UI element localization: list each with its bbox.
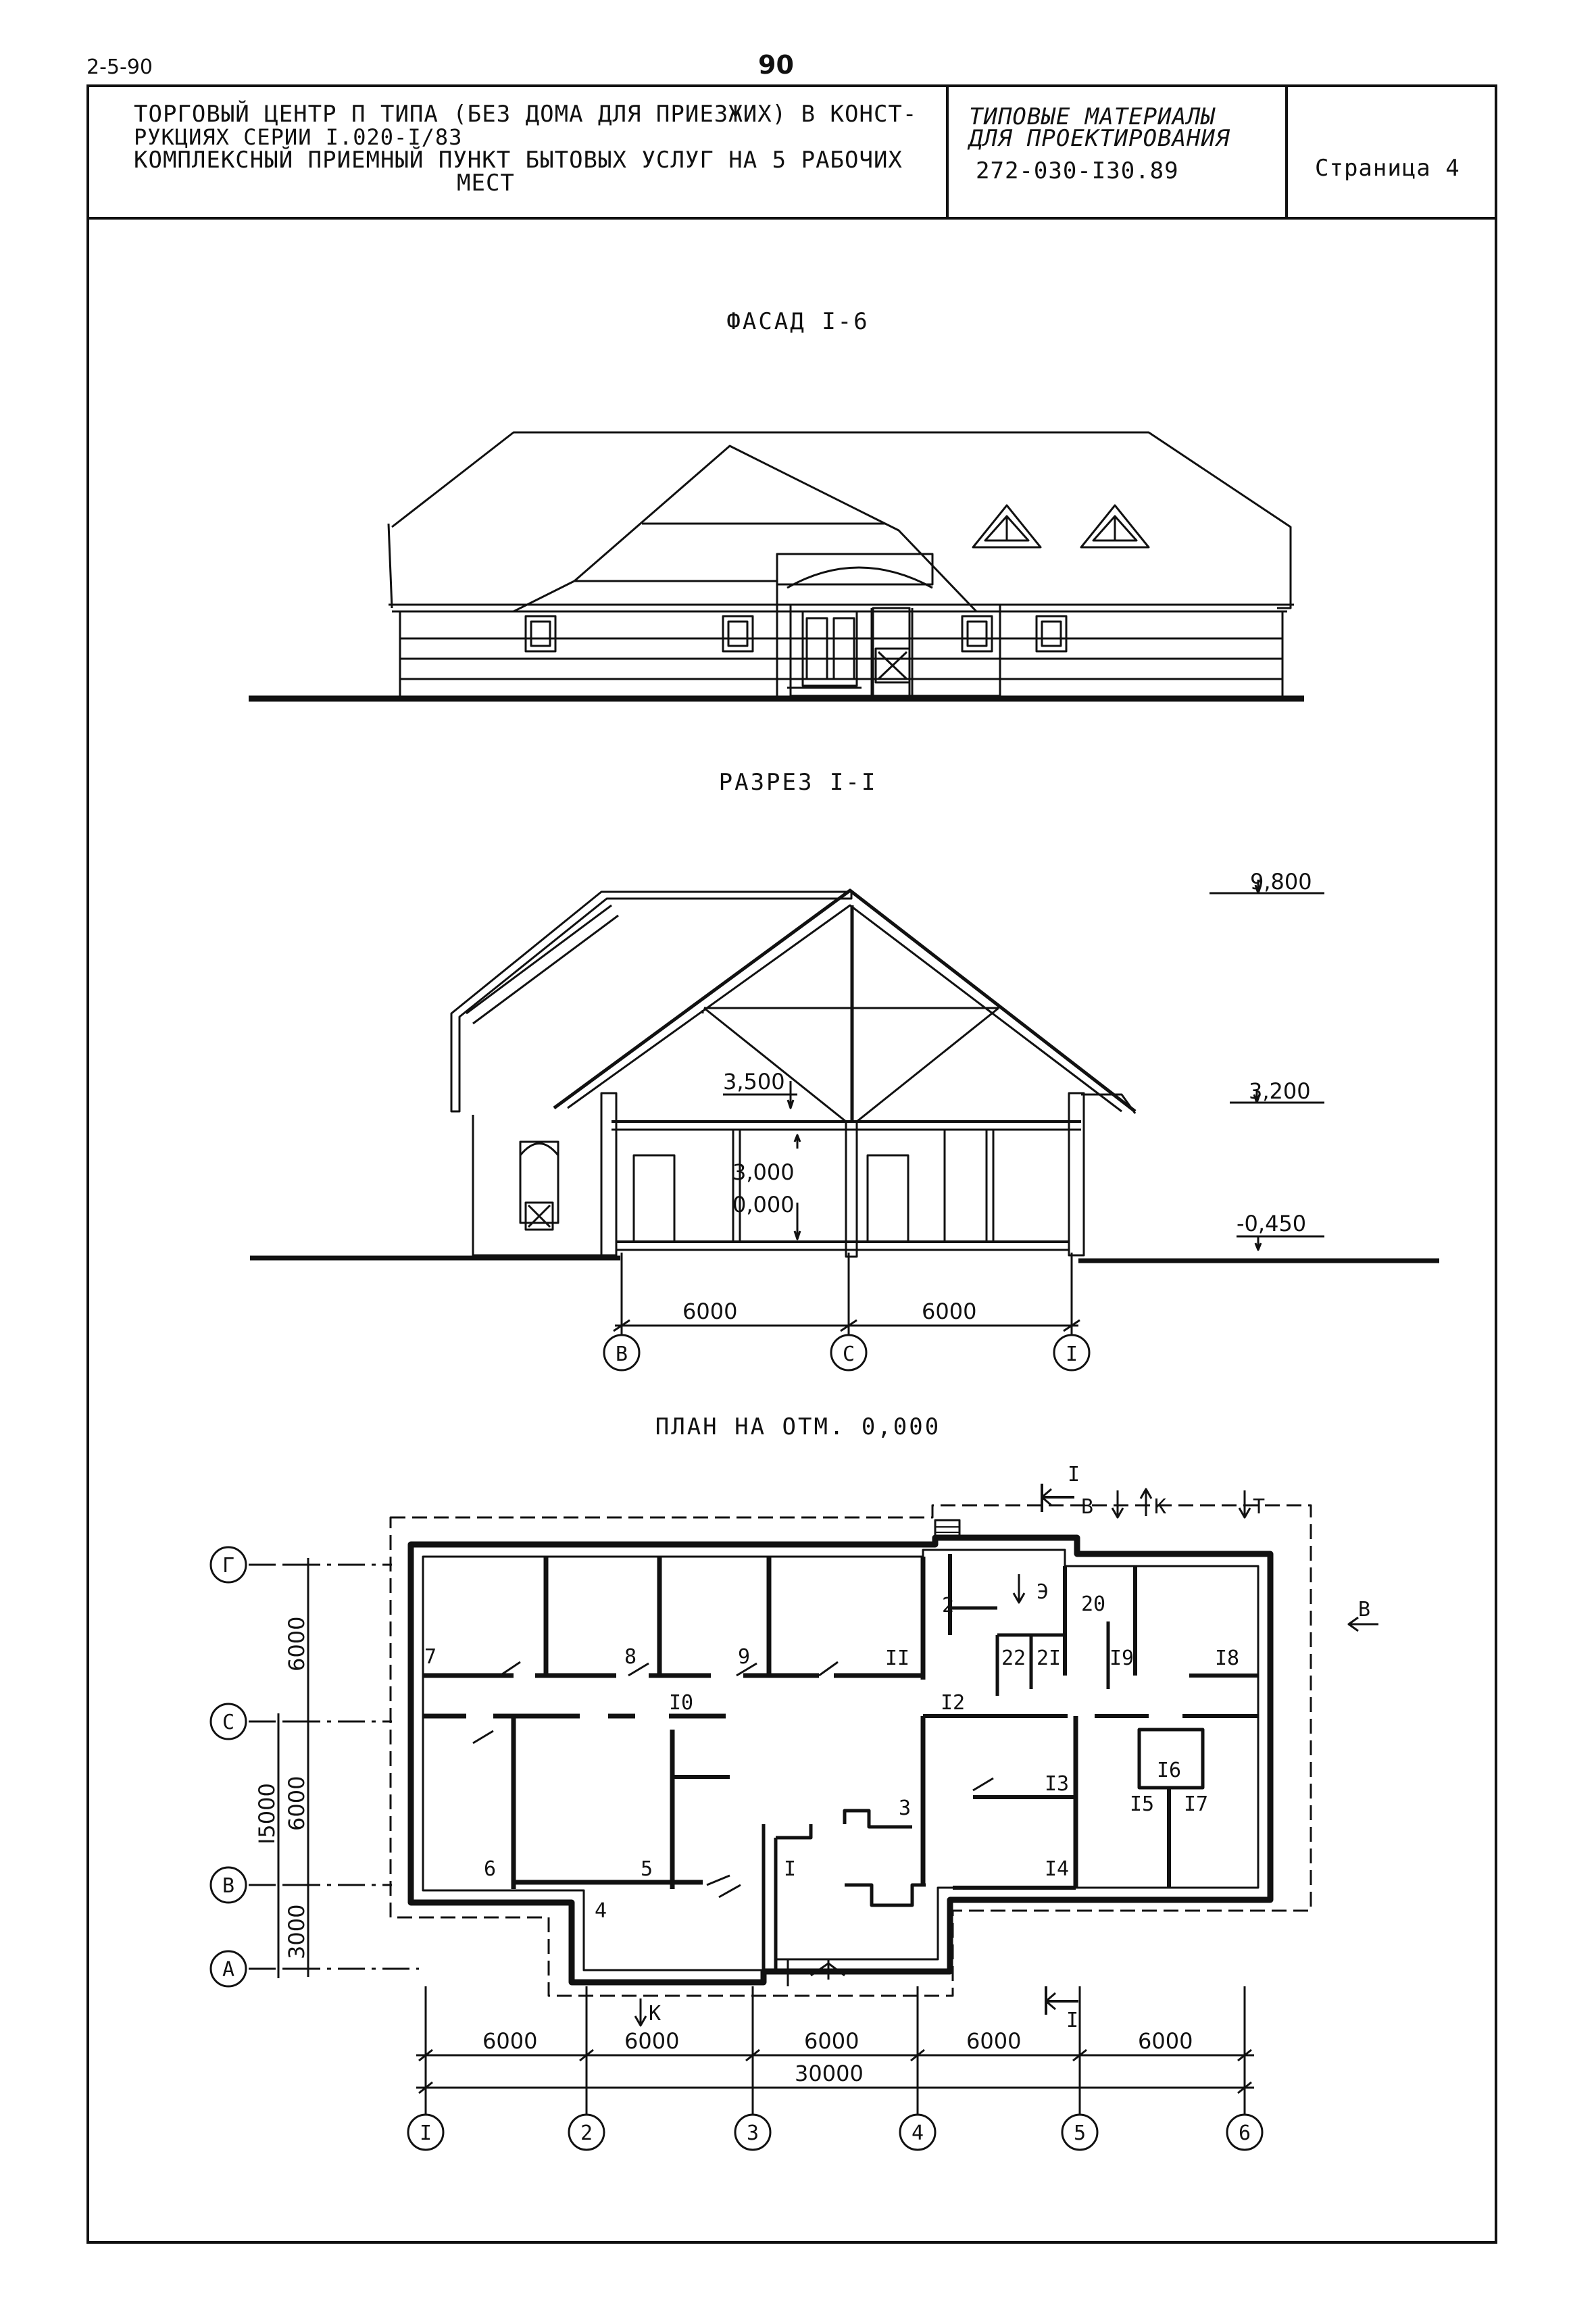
doc-number: 272-030-I30.89 <box>976 157 1179 184</box>
corner-code: 2-5-90 <box>86 55 153 79</box>
drawing-frame <box>86 84 1497 2244</box>
project-title-line1: ТОРГОВЫЙ ЦЕНТР П ТИПА (БЕЗ ДОМА ДЛЯ ПРИЕ… <box>134 101 918 128</box>
project-title-line2: РУКЦИЯХ СЕРИИ I.020-I/83 <box>134 124 463 150</box>
section-title: РАЗРЕЗ I-I <box>718 769 878 796</box>
series-cell: ТИПОВЫЕ МАТЕРИАЛЫ ДЛЯ ПРОЕКТИРОВАНИЯ 272… <box>949 84 1288 217</box>
plan-title: ПЛАН НА ОТМ. 0,000 <box>655 1413 941 1440</box>
series-line2: ДЛЯ ПРОЕКТИРОВАНИЯ <box>969 125 1230 152</box>
page-number: 90 <box>758 50 794 80</box>
project-title-cell: ТОРГОВЫЙ ЦЕНТР П ТИПА (БЕЗ ДОМА ДЛЯ ПРИЕ… <box>86 84 949 217</box>
project-title-line4: МЕСТ <box>457 170 515 197</box>
facade-title: ФАСАД I-6 <box>726 308 870 335</box>
series-line1: ТИПОВЫЕ МАТЕРИАЛЫ <box>969 103 1216 130</box>
page-label: Страница 4 <box>1315 155 1460 182</box>
project-title-line3: КОМПЛЕКСНЫЙ ПРИЕМНЫЙ ПУНКТ БЫТОВЫХ УСЛУГ… <box>134 147 903 174</box>
title-block: ТОРГОВЫЙ ЦЕНТР П ТИПА (БЕЗ ДОМА ДЛЯ ПРИЕ… <box>86 84 1497 220</box>
page-label-cell: Страница 4 <box>1288 84 1495 217</box>
